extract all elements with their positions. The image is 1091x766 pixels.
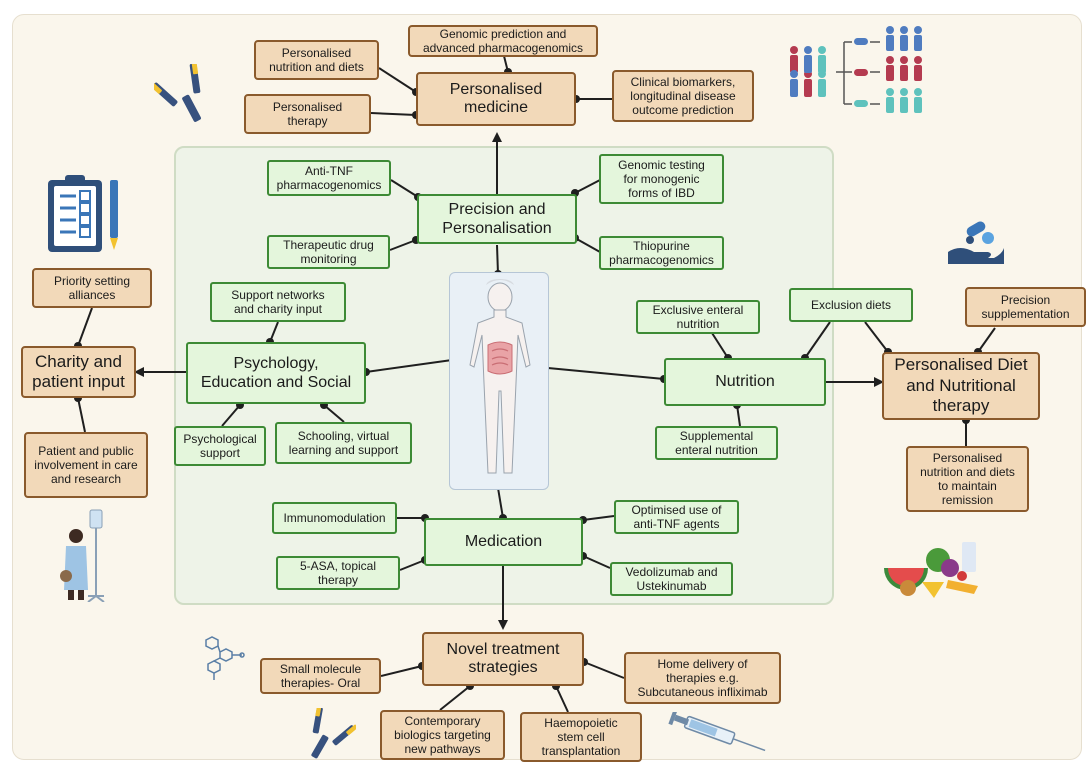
anti-tnf-pharmacogenomics-node: Anti-TNF pharmacogenomics: [267, 160, 391, 196]
patient-drip-icon: [60, 509, 105, 602]
support-networks-node: Support networks and charity input: [210, 282, 346, 322]
clipboard-checklist-icon: [48, 175, 118, 252]
immunomodulation-node: Immunomodulation: [272, 502, 397, 534]
connector: [323, 404, 345, 423]
exclusion-diets-node: Exclusion diets: [789, 288, 913, 322]
antibody-icon: [154, 64, 201, 122]
connector: [864, 321, 889, 353]
small-molecule-node: Small molecule therapies- Oral: [260, 658, 381, 694]
connector: [77, 307, 93, 347]
patient-public-involvement-node: Patient and public involvement in care a…: [24, 432, 148, 498]
nutrition-node: Nutrition: [664, 358, 826, 406]
personalised-nutrition-node: Personalised nutrition and diets: [254, 40, 379, 80]
connector: [977, 327, 996, 353]
psychology-education-social-node: Psychology, Education and Social: [186, 342, 366, 404]
connector: [497, 487, 504, 519]
connector: [574, 179, 601, 194]
pills-hand-icon: [948, 221, 1004, 264]
personalised-nutrition-remission-node: Personalised nutrition and diets to main…: [906, 446, 1029, 512]
novel-treatment-node: Novel treatment strategies: [422, 632, 584, 686]
thiopurine-node: Thiopurine pharmacogenomics: [599, 236, 724, 270]
patient-groups-icon: [790, 26, 922, 113]
connector: [399, 559, 426, 571]
clinical-biomarkers-node: Clinical biomarkers, longitudinal diseas…: [612, 70, 754, 122]
connector: [582, 555, 611, 569]
genomic-prediction-node: Genomic prediction and advanced pharmaco…: [408, 25, 598, 57]
connector: [389, 239, 417, 251]
connector: [711, 332, 729, 359]
connector: [574, 237, 601, 253]
psychological-support-node: Psychological support: [174, 426, 266, 466]
vedolizumab-ustekinumab-node: Vedolizumab and Ustekinumab: [610, 562, 733, 596]
five-asa-node: 5-ASA, topical therapy: [276, 556, 400, 590]
molecule-icon: [205, 636, 245, 680]
therapeutic-drug-monitoring-node: Therapeutic drug monitoring: [267, 235, 390, 269]
charity-patient-input-node: Charity and patient input: [21, 346, 136, 398]
optimised-anti-tnf-node: Optimised use of anti-TNF agents: [614, 500, 739, 534]
exclusive-enteral-nutrition-node: Exclusive enteral nutrition: [636, 300, 760, 334]
connector: [77, 397, 86, 433]
hsct-node: Haemopoietic stem cell transplantation: [520, 712, 642, 762]
connector: [439, 685, 471, 711]
precision-personalisation-node: Precision and Personalisation: [417, 194, 577, 244]
syringe-icon: [668, 712, 766, 752]
connector: [583, 661, 625, 679]
connector: [547, 367, 665, 380]
priority-setting-node: Priority setting alliances: [32, 268, 152, 308]
connector: [221, 404, 241, 427]
connector: [804, 321, 831, 359]
contemporary-biologics-node: Contemporary biologics targeting new pat…: [380, 710, 505, 760]
connector: [378, 67, 417, 93]
personalised-diet-node: Personalised Diet and Nutritional therap…: [882, 352, 1040, 420]
connector: [365, 359, 453, 373]
healthy-food-icon: [884, 542, 978, 598]
connector: [496, 244, 499, 275]
medication-node: Medication: [424, 518, 583, 566]
precision-supplementation-node: Precision supplementation: [965, 287, 1086, 327]
personalised-medicine-node: Personalised medicine: [416, 72, 576, 126]
genomic-testing-node: Genomic testing for monogenic forms of I…: [599, 154, 724, 204]
connector: [582, 515, 615, 521]
home-delivery-node: Home delivery of therapies e.g. Subcutan…: [624, 652, 781, 704]
schooling-node: Schooling, virtual learning and support: [275, 422, 412, 464]
connector: [380, 665, 423, 677]
antibody-icon: [311, 708, 356, 759]
supplemental-enteral-nutrition-node: Supplemental enteral nutrition: [655, 426, 778, 460]
connector: [370, 112, 417, 116]
personalised-therapy-node: Personalised therapy: [244, 94, 371, 134]
human-body-gut-icon: [469, 279, 531, 474]
connector: [555, 685, 569, 713]
connector: [390, 179, 419, 198]
human-body-panel: [449, 272, 549, 490]
